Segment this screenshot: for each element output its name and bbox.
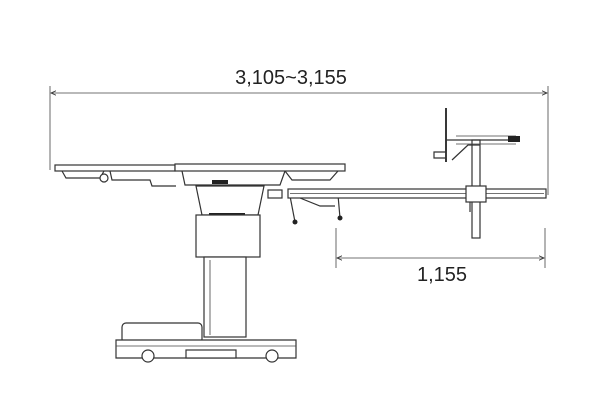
head-section [54,164,176,172]
accessory-handle [433,151,447,159]
extension-length-dimension: 1,155 [335,228,546,286]
accessory-end-knob [508,136,520,142]
extension-support-post [465,139,487,239]
back-section-underside [109,170,176,187]
tabletop [54,163,346,225]
seat-section [174,163,346,172]
caster-left [141,349,155,363]
adapter-lever [337,194,341,219]
extension-bar [287,188,547,207]
clamp-lever [289,195,296,223]
leg-section-underside [284,170,339,181]
head-section-rail [61,170,105,179]
seat-mechanism-housing [181,170,286,186]
overall-length-dimension: 3,105~3,155 [49,67,549,195]
brand-label-mark [212,180,228,184]
caster-right [265,349,279,363]
lower-column [203,256,247,338]
column-and-base [115,185,297,363]
adapter-knob [337,215,343,221]
column-head [195,185,265,216]
extension-length-label: 1,155 [417,264,467,286]
accessory-plate-edges [456,135,516,145]
table-base [115,339,297,359]
head-joint [99,173,109,183]
base-lift-block [185,349,237,359]
extension-brace [299,197,335,207]
accessory-attachment [433,108,520,162]
post-clamp-block [465,185,487,203]
side-rail-clamp [267,189,283,199]
accessory-link-arm [451,144,480,161]
clamp-knob [292,219,298,225]
upper-column [195,214,261,258]
overall-length-label: 3,105~3,155 [235,67,347,89]
